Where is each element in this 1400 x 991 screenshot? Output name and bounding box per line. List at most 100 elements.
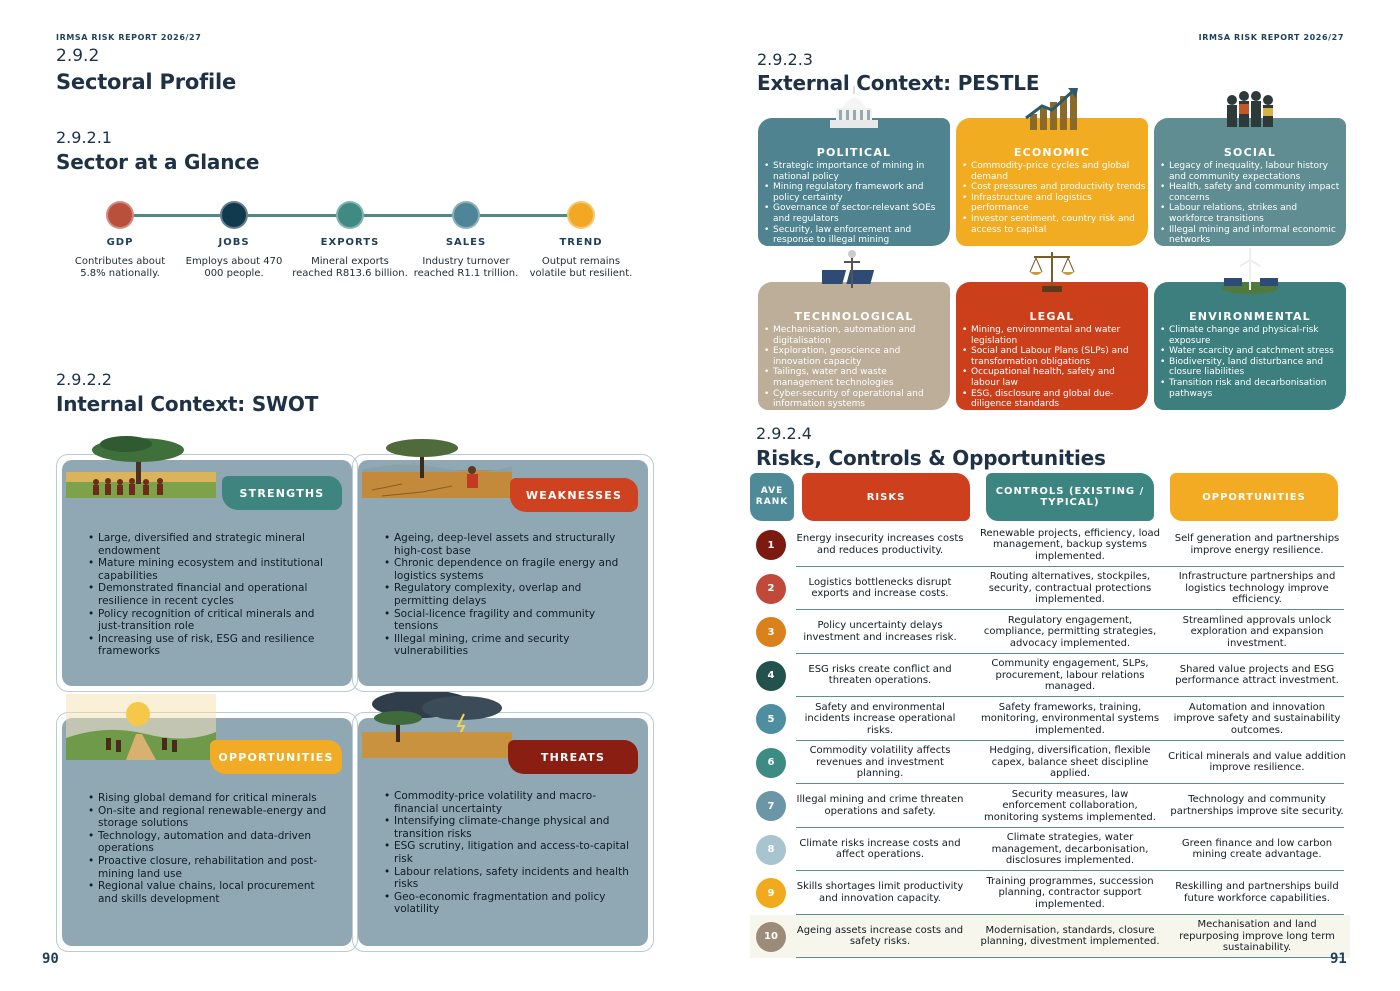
- pestle-title: LEGAL: [1029, 310, 1075, 323]
- list-item: Mechanisation, automation and digitalisa…: [764, 325, 948, 346]
- wind-turbine-icon: [1222, 248, 1278, 294]
- risk-cell: Commodity volatility affects revenues an…: [809, 745, 951, 779]
- pestle-economic: ECONOMIC Commodity-price cycles and glob…: [956, 88, 1148, 246]
- rank-badge: 3: [756, 617, 786, 647]
- opportunity-cell: Critical minerals and value addition imp…: [1168, 750, 1346, 774]
- table-row: 3 Policy uncertainty delays investment an…: [750, 610, 1350, 654]
- list-item: Proactive closure, rehabilitation and po…: [88, 855, 336, 880]
- list-item: Climate change and physical-risk exposur…: [1160, 325, 1344, 346]
- glance-label: GDP: [106, 237, 134, 248]
- control-cell: Routing alternatives, stockpiles, securi…: [988, 571, 1152, 605]
- list-item: Illegal mining, crime and security vulne…: [384, 633, 632, 658]
- section-title: Sectoral Profile: [56, 70, 237, 94]
- glance-dot: [106, 201, 134, 229]
- row-divider: [796, 696, 1344, 697]
- risk-cell: Skills shortages limit productivity and …: [796, 881, 964, 904]
- opportunity-cell: Technology and community partnerships im…: [1170, 794, 1344, 817]
- risk-cell: Policy uncertainty delays investment and…: [803, 620, 957, 643]
- glance-item-gdp: GDP Contributes about 5.8% nationally.: [62, 196, 178, 280]
- pestle-title: ENVIRONMENTAL: [1189, 310, 1311, 323]
- subsection-number: 2.9.2.2: [56, 370, 112, 389]
- swot-strengths-card: STRENGTHS Large, diversified and strateg…: [56, 436, 358, 692]
- list-item: Social and Labour Plans (SLPs) and trans…: [962, 346, 1146, 367]
- list-item: Mining regulatory framework and policy c…: [764, 182, 948, 203]
- card-frame: [352, 454, 654, 692]
- control-cell: Safety frameworks, training, monitoring,…: [980, 701, 1160, 736]
- section-number: 2.9.2: [56, 46, 100, 66]
- list-item: Strategic importance of mining in nation…: [764, 161, 948, 182]
- pestle-list: Climate change and physical-risk exposur…: [1160, 325, 1344, 399]
- running-header-right: IRMSA RISK REPORT 2026/27: [1198, 33, 1344, 42]
- subsection-number: 2.9.2.4: [756, 424, 812, 443]
- rank-badge: 4: [756, 660, 786, 691]
- subsection-title: Internal Context: SWOT: [56, 392, 319, 416]
- pestle-technological: TECHNOLOGICAL Mechanisation, automation …: [758, 250, 950, 410]
- list-item: ESG scrutiny, litigation and access-to-c…: [384, 840, 632, 865]
- list-item: Investor sentiment, country risk and acc…: [962, 214, 1146, 235]
- storm-cloud-icon: [362, 692, 512, 758]
- list-item: Demonstrated financial and operational r…: [88, 582, 336, 607]
- pestle-title: SOCIAL: [1223, 146, 1277, 159]
- swot-strengths-title: STRENGTHS: [222, 476, 342, 510]
- pestle-legal: LEGAL Mining, environmental and water le…: [956, 252, 1148, 410]
- pestle-environmental: ENVIRONMENTAL Climate change and physica…: [1154, 248, 1346, 410]
- rank-badge: 1: [756, 530, 786, 560]
- list-item: On-site and regional renewable-energy an…: [88, 805, 336, 830]
- glance-dot: [452, 201, 480, 229]
- glance-dot: [567, 201, 595, 229]
- list-item: Rising global demand for critical minera…: [88, 792, 336, 805]
- row-divider: [796, 870, 1344, 871]
- glance-label: SALES: [445, 237, 487, 248]
- table-row: 8 Climate risks increase costs and affect…: [750, 828, 1350, 871]
- sector-glance-timeline: GDP Contributes about 5.8% nationally. J…: [56, 196, 646, 306]
- swot-opportunities-card: OPPORTUNITIES Rising global demand for c…: [56, 694, 358, 952]
- list-item: Health, safety and community impact conc…: [1160, 182, 1344, 203]
- swot-opportunities-list: Rising global demand for critical minera…: [88, 792, 336, 905]
- control-cell: Security measures, law enforcement colla…: [984, 788, 1156, 823]
- risk-cell: Logistics bottlenecks disrupt exports an…: [808, 576, 952, 600]
- glance-text: Employs about 470 000 people.: [185, 256, 283, 279]
- row-divider: [796, 565, 1344, 567]
- list-item: Mature mining ecosystem and institutiona…: [88, 557, 336, 582]
- rank-badge: 5: [756, 704, 786, 734]
- opportunity-cell: Shared value projects and ESG performanc…: [1175, 663, 1339, 687]
- swot-strengths-list: Large, diversified and strategic mineral…: [88, 532, 336, 658]
- header-rank: AVE RANK: [750, 473, 794, 521]
- glance-item-exports: EXPORTS Mineral exports reached R813.6 b…: [292, 196, 408, 280]
- risk-cell: Ageing assets increase costs and safety …: [796, 924, 964, 948]
- list-item: Commodity-price volatility and macro-fin…: [384, 790, 632, 815]
- list-item: Biodiversity, land disturbance and closu…: [1160, 357, 1344, 378]
- list-item: Cost pressures and productivity trends: [962, 182, 1146, 193]
- row-divider: [796, 826, 1344, 828]
- pestle-list: Mining, environmental and water legislat…: [962, 325, 1146, 410]
- control-cell: Climate strategies, water management, de…: [991, 832, 1149, 866]
- community-icon: [1227, 91, 1273, 127]
- pestle-title: POLITICAL: [816, 146, 892, 159]
- pestle-social: SOCIAL Legacy of inequality, labour hist…: [1154, 91, 1346, 246]
- control-cell: Modernisation, standards, closure planni…: [980, 924, 1160, 948]
- risk-cell: Climate risks increase costs and affect …: [799, 837, 961, 861]
- list-item: Transition risk and decarbonisation path…: [1160, 378, 1344, 399]
- pestle-list: Legacy of inequality, labour history and…: [1160, 161, 1344, 246]
- running-header-left: IRMSA RISK REPORT 2026/27: [56, 33, 202, 42]
- swot-opportunities-title: OPPORTUNITIES: [210, 740, 342, 774]
- glance-label: TREND: [559, 237, 603, 248]
- list-item: Labour relations, safety incidents and h…: [384, 866, 632, 891]
- list-item: Regulatory complexity, overlap and permi…: [384, 582, 632, 607]
- pestle-list: Strategic importance of mining in nation…: [764, 161, 948, 246]
- list-item: Infrastructure and logistics performance: [962, 193, 1146, 214]
- rank-badge: 8: [756, 834, 786, 865]
- header-opportunities: OPPORTUNITIES: [1170, 473, 1338, 521]
- swot-threats-title: THREATS: [508, 740, 638, 774]
- swot-threats-card: THREATS Commodity-price volatility and m…: [352, 692, 654, 952]
- header-risks: RISKS: [802, 473, 970, 521]
- glance-item-jobs: JOBS Employs about 470 000 people.: [176, 196, 292, 280]
- control-cell: Renewable projects, efficiency, load man…: [980, 527, 1160, 562]
- glance-text: Contributes about 5.8% nationally.: [74, 256, 166, 279]
- list-item: Social-licence fragility and community t…: [384, 608, 632, 633]
